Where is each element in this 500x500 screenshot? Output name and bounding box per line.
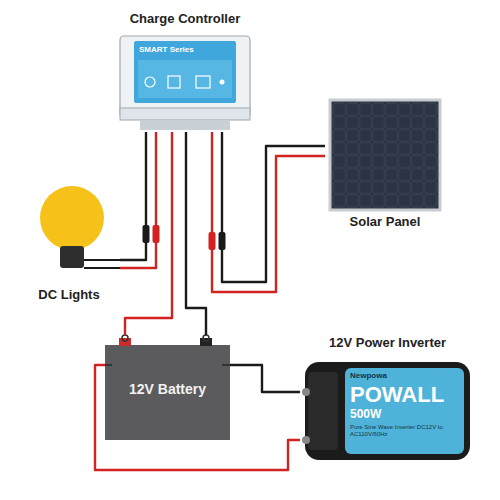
wire [95, 365, 300, 470]
wire [120, 132, 146, 260]
battery-case [105, 345, 230, 440]
node-heading: 12V Battery [105, 381, 230, 397]
battery-icon [168, 76, 180, 88]
panel-box: Solar Panel [325, 95, 445, 235]
positive-terminal [119, 338, 131, 346]
inverter-label-panel [345, 368, 464, 454]
panel-icon [196, 76, 210, 88]
status-led [220, 80, 225, 85]
wire-pair [209, 132, 326, 292]
controller-panel [138, 60, 232, 98]
wire-connector [219, 232, 226, 250]
wire-pair [120, 132, 160, 268]
wire-connector [153, 225, 160, 243]
brand-label: SMART Series [139, 45, 231, 54]
node-heading: DC Lights [18, 288, 120, 303]
bulb [40, 186, 120, 268]
inverter-end-cap [308, 372, 338, 450]
controller-housing [120, 36, 250, 118]
bulb-base [60, 246, 84, 268]
terminal-strip [120, 108, 250, 120]
wire [230, 365, 300, 392]
node-heading: Solar Panel [325, 215, 445, 230]
battery-box: 12V Battery [105, 335, 230, 440]
battery-lead [105, 364, 230, 366]
product-name: POWALL [350, 382, 465, 407]
solar-panel [330, 100, 440, 210]
light-box: DC Lights [18, 184, 120, 310]
wire [125, 132, 172, 335]
bulb-lead [84, 260, 120, 268]
inverter-terminal [302, 388, 310, 396]
controller-box: Charge Controller [112, 8, 258, 132]
wire-pair [95, 365, 300, 470]
charge-controller [120, 36, 250, 130]
light-icon [145, 77, 155, 87]
negative-terminal [200, 338, 212, 346]
power-rating: 500W [350, 408, 410, 422]
ring-terminal [203, 335, 209, 341]
brand-name: Newpowa [350, 371, 430, 380]
terminal-block [140, 120, 230, 130]
wire-connector [143, 225, 150, 243]
inverter-box: 12V Power InverterNewpowaPOWALL500W Pure … [300, 330, 475, 465]
battery [105, 335, 230, 440]
wire-connector [209, 232, 216, 250]
wire [120, 132, 156, 268]
node-heading: 12V Power Inverter [300, 336, 475, 351]
wire [222, 132, 325, 282]
power-inverter [302, 362, 470, 460]
wire [212, 132, 325, 292]
panel-frame [330, 100, 440, 210]
wire [186, 132, 206, 335]
node-heading: Charge Controller [112, 12, 258, 27]
ring-terminal [122, 335, 128, 341]
spec-text: Pure Sine Wave Inverter DC12V to AC110V/… [350, 424, 462, 438]
bulb-glass [40, 186, 104, 250]
wire-pair [125, 132, 206, 335]
inverter-terminal [302, 436, 310, 444]
controller-face [134, 41, 236, 103]
inverter-housing [305, 362, 470, 460]
